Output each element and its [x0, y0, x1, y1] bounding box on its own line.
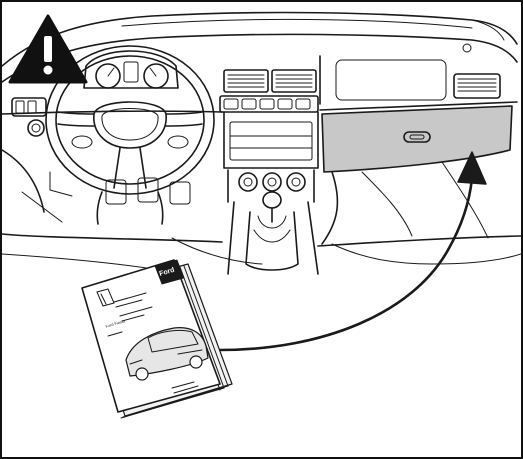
glove-box [322, 106, 512, 172]
right-air-vent [454, 74, 500, 98]
passenger-dash-panel [320, 56, 446, 104]
center-button-row [220, 96, 318, 112]
center-air-vents [224, 70, 316, 92]
dashboard-outline [2, 13, 517, 114]
center-stack [224, 112, 318, 202]
owners-manual: Ford Ford Fiesta [82, 260, 232, 418]
curved-arrow [220, 152, 486, 350]
left-switch-panel [12, 98, 46, 136]
